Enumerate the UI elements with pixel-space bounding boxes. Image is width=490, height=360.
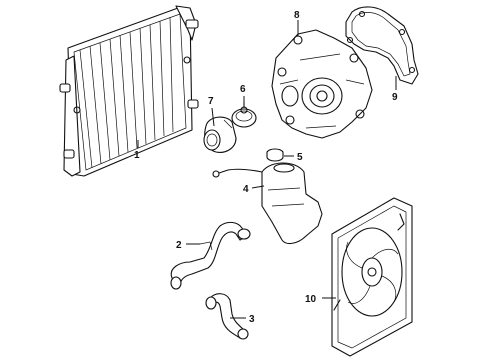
svg-text:9: 9 (392, 92, 398, 103)
callout-9: 9 (392, 76, 398, 103)
cooling-fan-shroud (331, 197, 413, 357)
svg-text:8: 8 (294, 10, 300, 21)
svg-text:5: 5 (297, 152, 303, 163)
svg-text:4: 4 (243, 184, 249, 195)
callout-4: 4 (243, 184, 265, 195)
lower-radiator-hose (205, 293, 249, 340)
callout-2: 2 (176, 240, 200, 251)
water-pump (271, 29, 373, 139)
water-pump-gasket (345, 6, 419, 85)
coolant-reservoir (212, 162, 323, 245)
svg-text:1: 1 (134, 150, 140, 161)
svg-text:3: 3 (249, 314, 255, 325)
svg-text:7: 7 (208, 96, 214, 107)
thermostat (231, 101, 257, 128)
callout-10: 10 (305, 294, 336, 305)
callout-7: 7 (208, 96, 215, 127)
callout-6: 6 (240, 84, 246, 108)
thermostat-housing (203, 116, 237, 153)
svg-text:10: 10 (305, 294, 317, 305)
callout-3: 3 (230, 314, 255, 325)
radiator (59, 5, 199, 177)
reservoir-cap (266, 148, 284, 162)
callout-1: 1 (134, 140, 140, 161)
callout-5: 5 (284, 152, 303, 163)
svg-text:2: 2 (176, 240, 182, 251)
upper-radiator-hose (170, 221, 251, 290)
svg-text:6: 6 (240, 84, 246, 95)
callout-8: 8 (294, 10, 300, 36)
